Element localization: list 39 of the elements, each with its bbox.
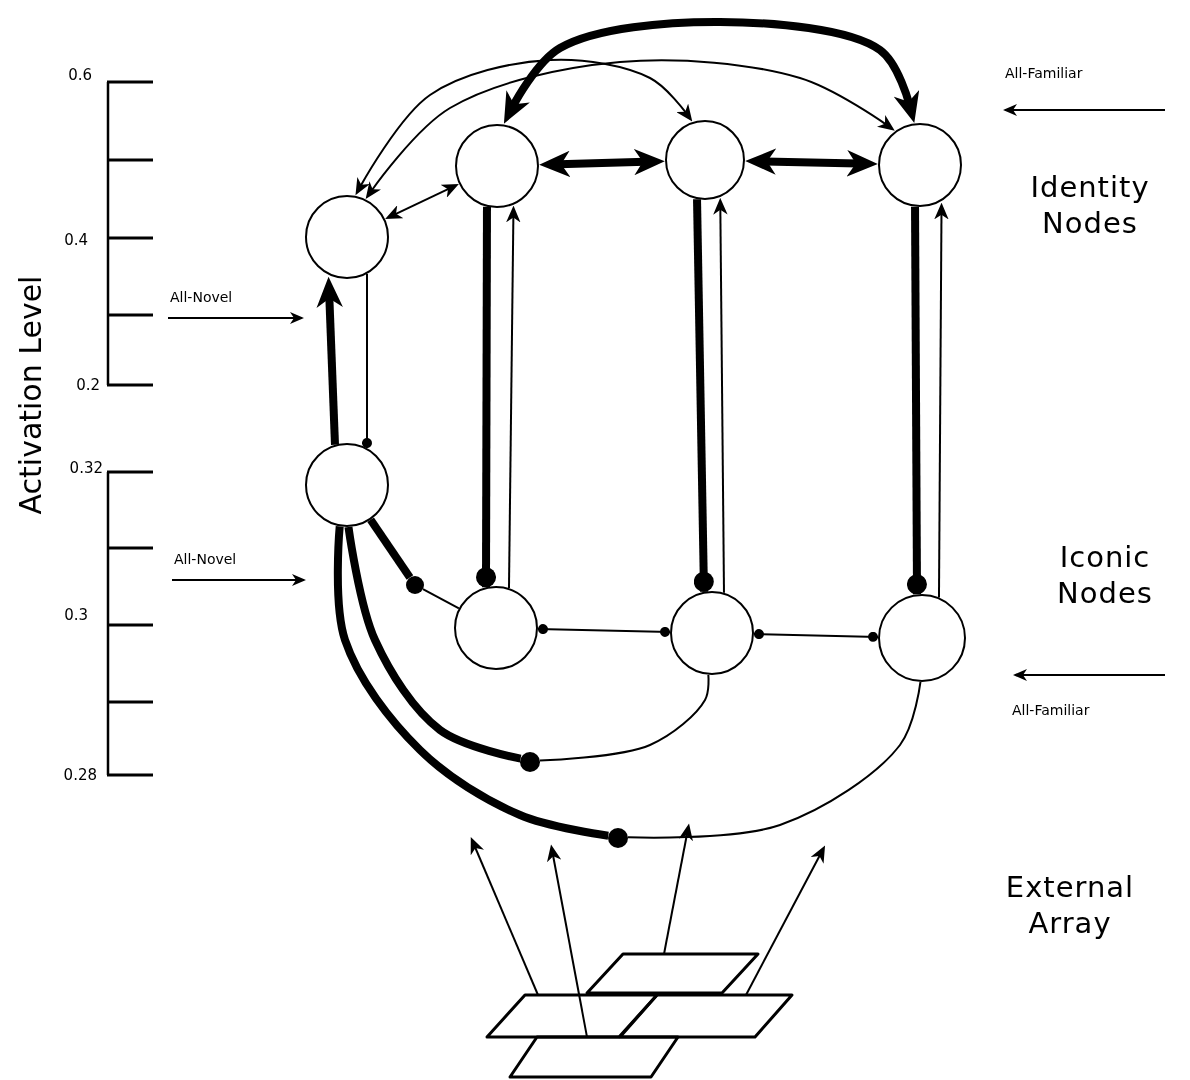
tick-label: 0.4 xyxy=(64,231,88,249)
tick-label: 0.3 xyxy=(64,606,88,624)
arrow xyxy=(539,148,665,178)
condition-label: All-Familiar xyxy=(1012,703,1090,719)
condition-label: All-Novel xyxy=(174,552,237,568)
condition-label: All-Familiar xyxy=(1005,66,1083,82)
inhibitory-connector xyxy=(906,206,927,595)
inhibitory-connector xyxy=(753,629,879,642)
arrow xyxy=(745,148,878,177)
array-patch xyxy=(585,952,760,995)
arrow xyxy=(316,276,343,445)
arrow xyxy=(503,18,920,124)
inhibitory-connector xyxy=(476,206,496,588)
tick-label: 0.6 xyxy=(68,66,92,84)
condition-label: All-Novel xyxy=(170,290,233,306)
inhibitory-connector xyxy=(693,199,714,592)
arrow xyxy=(547,844,588,1038)
junction-dot xyxy=(608,828,628,848)
layer-label: Iconic Nodes xyxy=(1056,538,1154,612)
arrow xyxy=(934,202,949,599)
inhibitory-connector xyxy=(362,272,372,450)
tick-label: 0.2 xyxy=(76,376,100,394)
layer-label: Identity Nodes xyxy=(1029,168,1151,242)
axis-title: Activation Level xyxy=(13,275,47,515)
arrow xyxy=(365,59,895,199)
inhibitory-connector xyxy=(537,624,671,637)
array-patch xyxy=(508,1035,680,1079)
tick-label: 0.32 xyxy=(69,459,103,477)
arrow xyxy=(506,205,521,590)
array-patch xyxy=(618,993,794,1039)
layer-label: External Array xyxy=(1004,868,1136,942)
arrow xyxy=(355,58,693,196)
junction-dot xyxy=(406,576,424,594)
arrow xyxy=(663,823,693,955)
tick-label: 0.28 xyxy=(63,766,97,784)
arrow xyxy=(713,197,728,594)
arrow xyxy=(470,837,539,996)
arrow xyxy=(385,184,459,219)
junction-dot xyxy=(520,752,540,772)
